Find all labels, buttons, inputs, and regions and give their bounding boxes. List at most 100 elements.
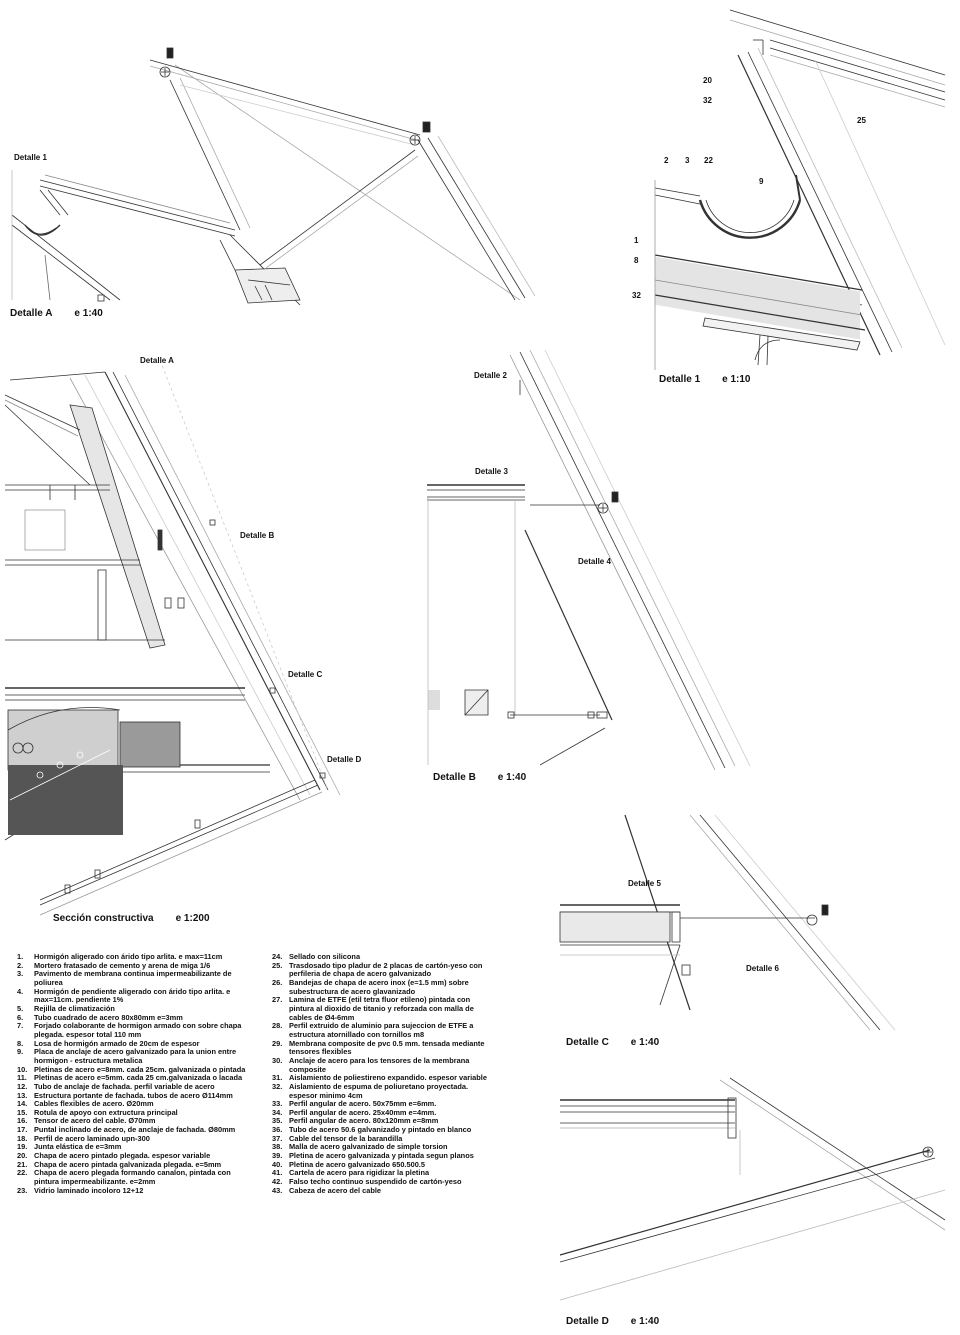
legend-item: 3. Pavimento de membrana continua imperme… <box>17 969 252 987</box>
callout-32b: 32 <box>632 291 641 300</box>
label-detalle-a: Detalle A <box>140 356 174 365</box>
legend-item-text: Sellado con silicona <box>289 952 361 961</box>
legend-item: 42.Falso techo continuo suspendido de ca… <box>272 1177 497 1187</box>
legend-item: 26.Bandejas de chapa de acero inox (e=1.… <box>272 977 497 996</box>
legend-item-text: Pletina de acero galvanizada y pintada s… <box>289 1151 474 1161</box>
legend-item-text: Chapa de acero pintado plegada. espesor … <box>34 1151 211 1161</box>
legend-item: 9.Placa de anclaje de acero galvanizado … <box>17 1047 252 1065</box>
legend-item-number: 27. <box>272 995 283 1005</box>
legend-left: 1.Hormigón aligerado con árido tipo arli… <box>17 952 252 1196</box>
legend-item: 2.Mortero fratasado de cemento y arena d… <box>17 960 252 971</box>
legend-item: 5.Rejilla de climatización <box>17 1003 252 1014</box>
legend-item-text: Pletina de acero galvanizado 650.500.5 <box>289 1159 425 1169</box>
legend-item: 32.Aislamiento de espuma de poliuretano … <box>272 1081 497 1100</box>
legend-item-number: 18. <box>17 1133 28 1143</box>
caption-detalle-1-name: Detalle 1 <box>659 374 701 385</box>
legend-item-number: 35. <box>272 1116 283 1126</box>
legend-item: 11.Pletinas de acero e=5mm. cada 25 cm.g… <box>17 1074 252 1083</box>
label-detalle-3: Detalle 3 <box>475 467 508 476</box>
callout-3: 3 <box>685 156 690 165</box>
legend-item-number: 12. <box>17 1081 28 1091</box>
legend-item: 40. Pletina de acero galvanizado 650.500.… <box>272 1159 497 1170</box>
legend-item: 43.Cabeza de acero del cable <box>272 1185 497 1196</box>
legend-item-number: 7. <box>17 1021 24 1031</box>
callout-2: 2 <box>664 156 669 165</box>
legend-item-number: 40. <box>272 1159 283 1169</box>
legend-item-number: 3. <box>17 969 24 979</box>
legend-item: 23.Vidrio laminado incoloro 12+12 <box>17 1186 252 1196</box>
legend-item-number: 36. <box>272 1125 283 1135</box>
legend-item-text: Perfil angular de acero. 80x120mm e=8mm <box>289 1116 439 1126</box>
legend-item-number: 26. <box>272 977 283 987</box>
legend-item-number: 42. <box>272 1177 283 1187</box>
legend-item-number: 11. <box>17 1073 27 1083</box>
legend-item-text: Hormigón aligerado con árido tipo arlita… <box>34 952 223 961</box>
label-detalle-6: Detalle 6 <box>746 964 779 973</box>
legend-item-number: 16. <box>17 1116 28 1126</box>
legend-item: 21.Chapa de acero pintada galvanizada pl… <box>17 1159 252 1170</box>
legend-item: 6.Tubo cuadrado de acero 80x80mm e=3mm <box>17 1012 252 1023</box>
legend-item-text: Membrana composite de pvc 0.5 mm. tensad… <box>289 1038 485 1057</box>
label-detalle-d: Detalle D <box>327 755 362 764</box>
callout-20: 20 <box>703 76 712 85</box>
legend-item: 39. Pletina de acero galvanizada y pintad… <box>272 1151 497 1161</box>
caption-detalle-1-scale: e 1:10 <box>722 374 751 385</box>
legend-item: 29. Membrana composite de pvc 0.5 mm. ten… <box>272 1038 497 1057</box>
legend-item-text: Anclaje de acero para los tensores de la… <box>289 1055 470 1074</box>
legend-item: 15.Rotula de apoyo con extructura princi… <box>17 1108 252 1118</box>
legend-item: 38.Malla de acero galvanizado de simple … <box>272 1143 497 1152</box>
label-detalle-5: Detalle 5 <box>628 879 661 888</box>
legend-item-text: Junta elástica de e=3mm <box>34 1142 122 1152</box>
legend-item: 27.Lamina de ETFE (etil tetra fluor etil… <box>272 995 497 1022</box>
legend-item-text: Aislamiento de espuma de poliuretano pro… <box>289 1081 469 1100</box>
legend-item-number: 34. <box>272 1107 283 1117</box>
caption-detalle-c-name: Detalle C <box>566 1037 609 1048</box>
legend-item-number: 37. <box>272 1133 283 1143</box>
legend-item-text: Hormigón de pendiente aligerado con árid… <box>34 986 231 1005</box>
detalle-c-drawing <box>559 814 896 1031</box>
caption-detalle-1: Detalle 1 e 1:10 <box>659 375 751 385</box>
legend-item-number: 31. <box>272 1073 283 1083</box>
caption-seccion-name: Sección constructiva <box>53 913 154 924</box>
legend-item-number: 33. <box>272 1099 283 1109</box>
legend-item-text: Puntal inclinado de acero, de anclaje de… <box>34 1125 236 1135</box>
callout-9: 9 <box>759 177 764 186</box>
legend-item-text: Pavimento de membrana continua impermeab… <box>34 969 232 987</box>
caption-detalle-a-name: Detalle A <box>10 308 53 319</box>
legend-item: 22.Chapa de acero plegada formando canal… <box>17 1168 252 1187</box>
legend-item: 1.Hormigón aligerado con árido tipo arli… <box>17 952 252 962</box>
legend-item-text: Tensor de acero del cable. Ø70mm <box>34 1116 156 1126</box>
legend-item-number: 17. <box>17 1125 28 1135</box>
legend-item-number: 29. <box>272 1038 283 1048</box>
legend-item-number: 8. <box>17 1038 24 1048</box>
detalle-d-drawing <box>559 1077 946 1301</box>
legend-item: 18.Perfil de acero laminado upn-300 <box>17 1133 252 1144</box>
legend-item: 31.Aislamiento de poliestireno expandido… <box>272 1074 497 1083</box>
legend-item-number: 39. <box>272 1151 283 1161</box>
callout-8: 8 <box>634 256 639 265</box>
legend-item: 25.Trasdosado tipo pladur de 2 placas de… <box>272 961 497 979</box>
legend-item-number: 38. <box>272 1142 283 1152</box>
legend-item: 36.Tubo de acero 50.6 galvanizado y pint… <box>272 1125 497 1135</box>
legend-item: 16. Tensor de acero del cable. Ø70mm <box>17 1117 252 1126</box>
label-detalle-4: Detalle 4 <box>578 557 611 566</box>
callout-25: 25 <box>857 116 866 125</box>
legend-item-text: Rejilla de climatización <box>34 1003 115 1013</box>
legend-item: 7.Forjado colaborante de hormigon armado… <box>17 1021 252 1039</box>
legend-item: 30.Anclaje de acero para los tensores de… <box>272 1055 497 1074</box>
legend-item-text: Placa de anclaje de acero galvanizado pa… <box>34 1047 237 1065</box>
legend-item-text: Chapa de acero plegada formando canalon,… <box>34 1168 231 1187</box>
legend-item-text: Chapa de acero pintada galvanizada plega… <box>34 1159 222 1169</box>
legend-item-number: 2. <box>17 960 24 970</box>
legend-item-number: 43. <box>272 1185 283 1195</box>
legend-item-number: 20. <box>17 1151 28 1161</box>
seccion-drawing <box>4 359 341 916</box>
legend-item-text: Pletinas de acero e=8mm. cada 25cm. galv… <box>34 1064 246 1074</box>
legend-item: 34.Perfil angular de acero. 25x40mm e=4m… <box>272 1107 497 1118</box>
legend-item-number: 6. <box>17 1012 24 1022</box>
